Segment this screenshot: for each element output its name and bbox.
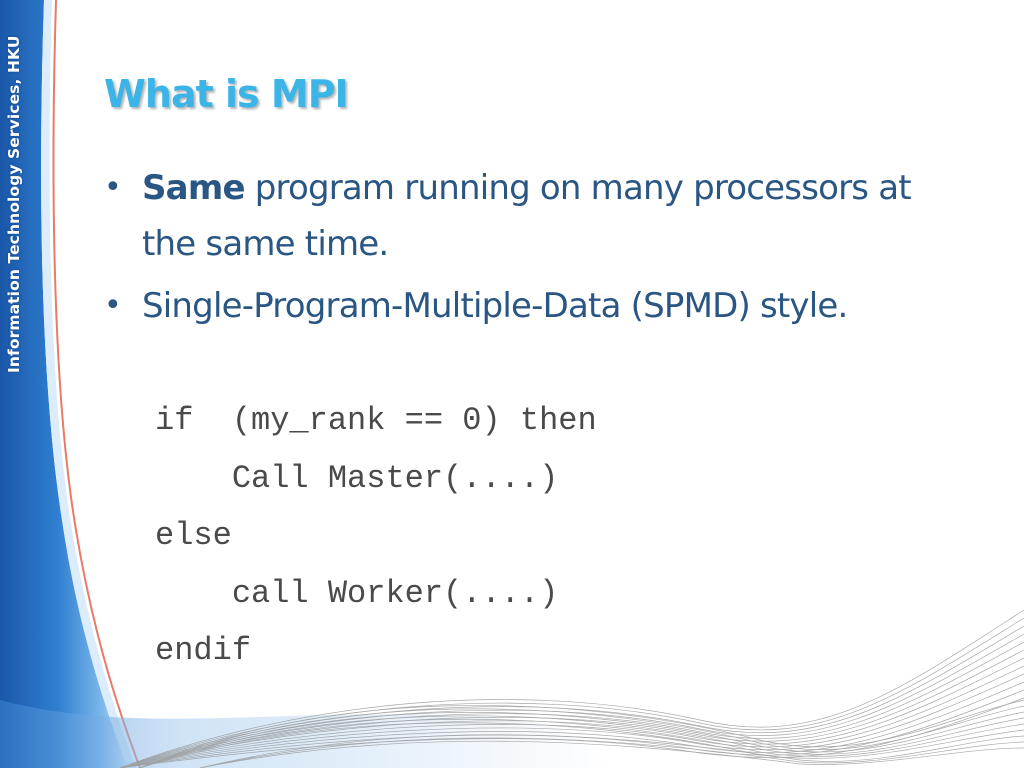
sidebar-org-label-text: Information Technology Services, HKU — [5, 35, 23, 373]
bullet-bold-text: Same — [142, 168, 246, 208]
bullet-text: Single-Program-Multiple-Data (SPMD) styl… — [142, 286, 848, 326]
code-line: Call Master(....) — [155, 459, 559, 497]
bullet-marker: • — [104, 170, 122, 205]
bullet-text: program running on many processors at th… — [142, 168, 912, 264]
code-line: else — [155, 517, 232, 554]
slide-title: What is MPI — [104, 72, 349, 116]
code-line: call Worker(....) — [155, 574, 559, 612]
code-line: if (my_rank == 0) then — [155, 402, 597, 439]
code-block: if (my_rank == 0) then Call Master(....)… — [155, 392, 597, 680]
bullet-item: • Same program running on many processor… — [104, 160, 964, 272]
code-line: endif — [155, 632, 252, 669]
bullet-list: • Same program running on many processor… — [104, 160, 964, 340]
bullet-item: • Single-Program-Multiple-Data (SPMD) st… — [104, 278, 964, 334]
bullet-marker: • — [104, 288, 122, 323]
